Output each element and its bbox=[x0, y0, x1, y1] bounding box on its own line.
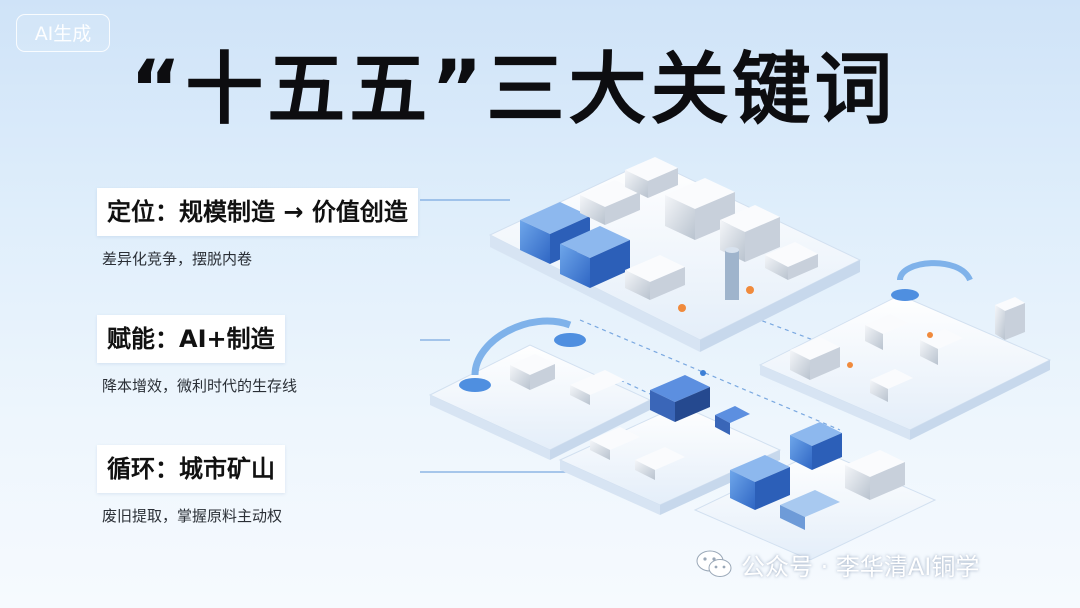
keyword-heading: 循环：城市矿山 bbox=[97, 445, 285, 493]
keyword-heading: 定位：规模制造 → 价值创造 bbox=[97, 188, 418, 236]
page-title: “十五五”三大关键词 bbox=[130, 45, 897, 135]
keyword-circular: 循环：城市矿山 废旧提取，掌握原料主动权 bbox=[97, 445, 285, 526]
platform-left bbox=[428, 317, 652, 460]
server-rack-icon bbox=[520, 202, 630, 288]
platform-bottom-right bbox=[693, 422, 937, 560]
ai-generated-badge: AI生成 bbox=[16, 14, 110, 52]
wechat-icon bbox=[696, 550, 732, 577]
keyword-empowerment: 赋能：AI+制造 降本增效，微利时代的生存线 bbox=[97, 315, 297, 396]
watermark-text: 公众号 · 李华清AI铜学 bbox=[741, 552, 980, 581]
keyword-subtitle: 废旧提取，掌握原料主动权 bbox=[102, 507, 283, 525]
node-dot bbox=[700, 370, 706, 376]
keyword-subtitle: 降本增效，微利时代的生存线 bbox=[102, 377, 298, 395]
keyword-heading: 赋能：AI+制造 bbox=[97, 315, 285, 363]
platform-top bbox=[488, 157, 862, 352]
machine-block-icon bbox=[580, 157, 818, 312]
keyword-positioning: 定位：规模制造 → 价值创造 差异化竞争，摆脱内卷 bbox=[97, 188, 418, 269]
watermark: 公众号 · 李华清AI铜学 bbox=[695, 548, 980, 581]
connection-lines bbox=[420, 199, 841, 473]
platform-right bbox=[758, 260, 1052, 440]
factory-illustration bbox=[420, 157, 1052, 560]
keyword-subtitle: 差异化竞争，摆脱内卷 bbox=[102, 250, 253, 268]
